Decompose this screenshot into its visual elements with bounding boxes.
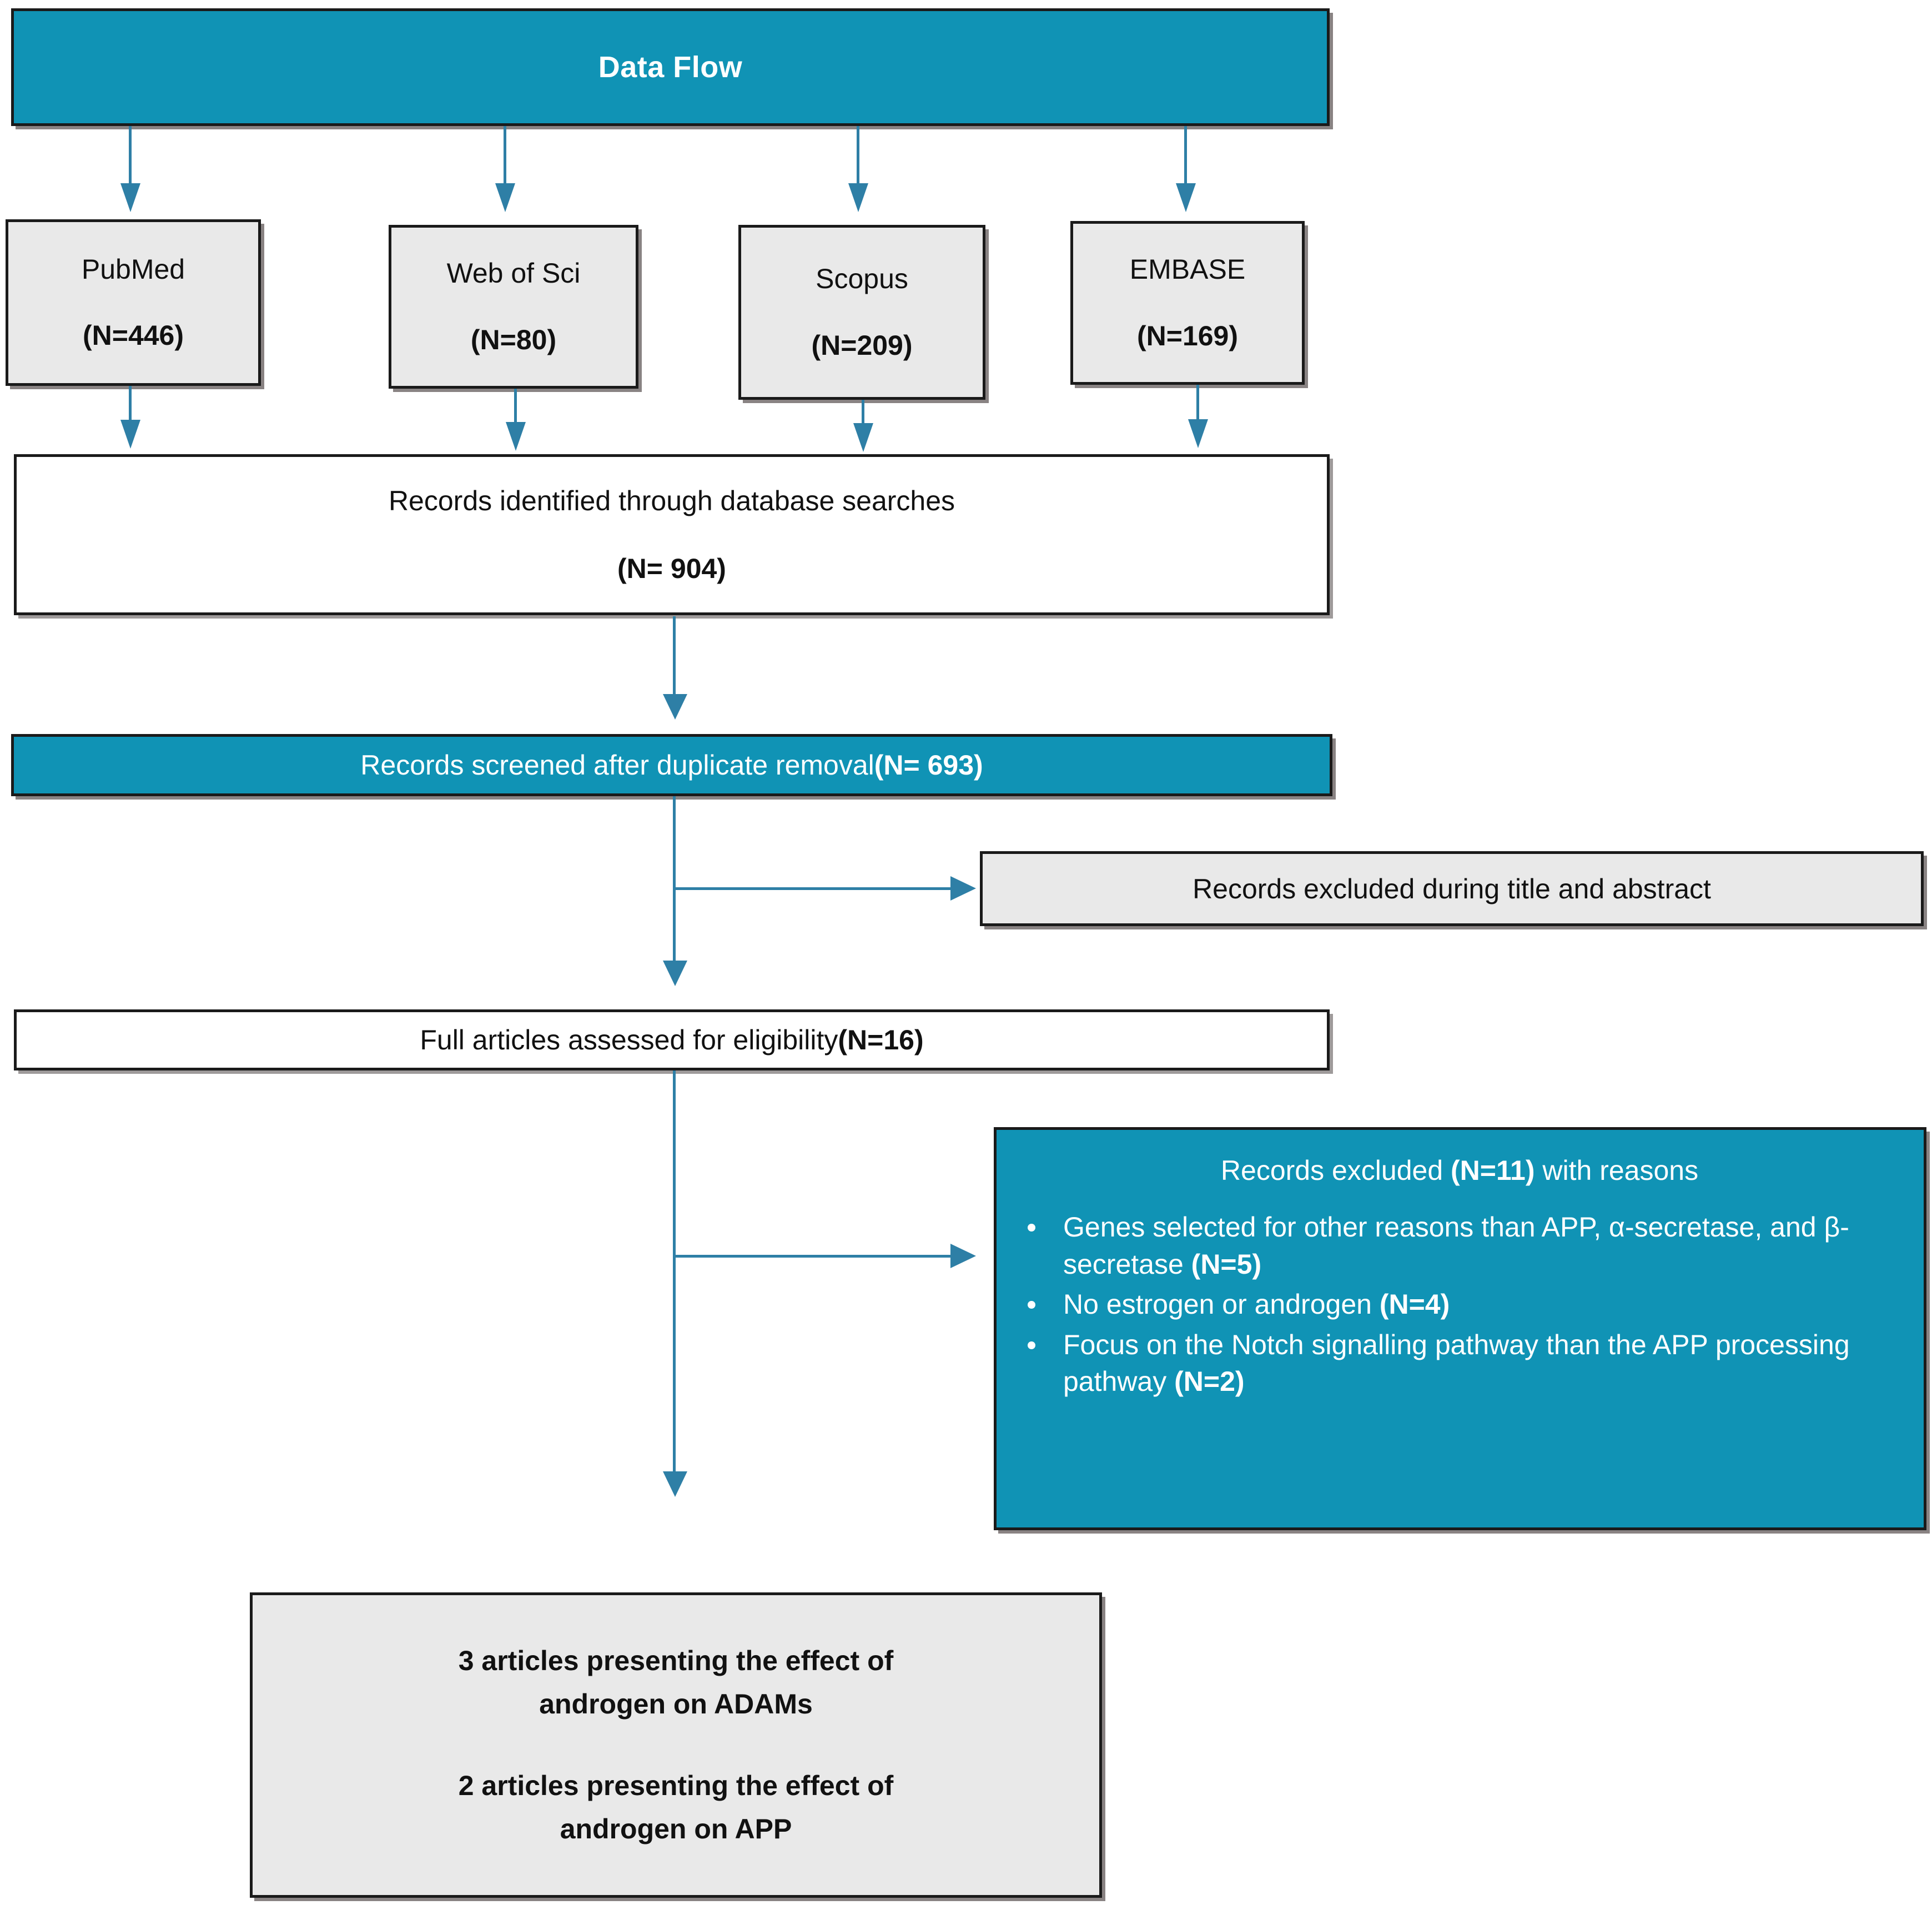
arrowhead-eligibility-to-excluded-reasons xyxy=(950,1244,976,1268)
connector-header-to-scopus xyxy=(857,126,859,198)
records-screened-count: (N= 693) xyxy=(874,750,983,781)
arrowhead-screened-to-excluded-ta xyxy=(950,876,976,901)
included-articles-line-3: 2 articles presenting the effect of xyxy=(458,1770,894,1801)
bullet-icon xyxy=(1028,1224,1035,1232)
arrowhead-header-to-pubmed xyxy=(120,183,140,212)
arrowhead-eligibility-to-included xyxy=(663,1471,687,1497)
reason-item-3: Focus on the Notch signalling pathway th… xyxy=(1012,1326,1907,1400)
data-flow-header: Data Flow xyxy=(11,8,1330,126)
records-identified-box: Records identified through database sear… xyxy=(14,454,1330,615)
arrowhead-header-to-scopus xyxy=(848,183,868,212)
source-count-web-of-sci: (N=80) xyxy=(470,324,557,355)
connector-embase-to-identified xyxy=(1196,385,1199,438)
source-name-scopus: Scopus xyxy=(816,263,908,294)
reason-item-2-text: No estrogen or androgen xyxy=(1063,1289,1380,1320)
arrowhead-header-to-embase xyxy=(1176,183,1196,212)
records-excluded-title-abstract-label: Records excluded during title and abstra… xyxy=(1193,873,1711,904)
records-excluded-reasons-title-count: (N=11) xyxy=(1451,1155,1535,1186)
connector-eligibility-to-excluded-reasons xyxy=(673,1255,956,1258)
arrowhead-screened-to-eligibility xyxy=(663,961,687,986)
full-articles-eligibility-box: Full articles assessed for eligibility (… xyxy=(14,1009,1330,1070)
source-box-scopus: Scopus (N=209) xyxy=(738,225,985,400)
data-flow-header-label: Data Flow xyxy=(598,51,743,84)
source-box-embase: EMBASE (N=169) xyxy=(1070,221,1305,385)
arrowhead-identified-to-screened xyxy=(663,694,687,720)
arrowhead-scopus-to-identified xyxy=(853,423,873,452)
records-excluded-reasons-box: Records excluded (N=11) with reasons Gen… xyxy=(994,1127,1926,1530)
arrowhead-embase-to-identified xyxy=(1188,419,1208,448)
source-box-pubmed: PubMed (N=446) xyxy=(6,219,261,386)
source-count-pubmed: (N=446) xyxy=(82,320,184,351)
arrowhead-pubmed-to-identified xyxy=(120,420,140,449)
records-screened-label: Records screened after duplicate removal xyxy=(360,750,874,781)
reason-item-2: No estrogen or androgen (N=4) xyxy=(1012,1286,1907,1323)
connector-header-to-pubmed xyxy=(129,126,132,198)
records-excluded-reasons-title-post: with reasons xyxy=(1534,1155,1699,1186)
included-articles-box: 3 articles presenting the effect of andr… xyxy=(250,1592,1102,1898)
connector-header-to-embase xyxy=(1184,126,1187,198)
reason-item-1-text: Genes selected for other reasons than AP… xyxy=(1063,1212,1849,1280)
connector-screened-to-excluded-ta xyxy=(673,887,956,890)
records-identified-count: (N= 904) xyxy=(617,553,726,584)
source-name-embase: EMBASE xyxy=(1129,254,1246,285)
source-name-pubmed: PubMed xyxy=(81,253,185,285)
full-articles-eligibility-label: Full articles assessed for eligibility xyxy=(420,1024,838,1055)
records-excluded-title-abstract-box: Records excluded during title and abstra… xyxy=(980,851,1924,926)
reason-item-3-count: (N=2) xyxy=(1174,1366,1245,1397)
records-excluded-reasons-title: Records excluded (N=11) with reasons xyxy=(1012,1154,1907,1187)
records-excluded-reasons-title-pre: Records excluded xyxy=(1220,1155,1451,1186)
reason-item-2-count: (N=4) xyxy=(1379,1289,1450,1320)
reason-item-3-text: Focus on the Notch signalling pathway th… xyxy=(1063,1329,1850,1398)
connector-eligibility-trunk xyxy=(673,1070,676,1488)
included-articles-line-2: androgen on ADAMs xyxy=(539,1688,813,1720)
reason-item-1: Genes selected for other reasons than AP… xyxy=(1012,1209,1907,1283)
source-name-web-of-sci: Web of Sci xyxy=(446,258,581,289)
connector-header-to-webofsci xyxy=(504,126,506,198)
connector-identified-to-screened xyxy=(673,616,676,711)
records-identified-label: Records identified through database sear… xyxy=(388,485,955,516)
included-articles-line-1: 3 articles presenting the effect of xyxy=(458,1645,894,1676)
records-screened-bar: Records screened after duplicate removal… xyxy=(11,734,1332,796)
arrowhead-header-to-webofsci xyxy=(495,183,515,212)
source-count-embase: (N=169) xyxy=(1136,320,1239,351)
bullet-icon xyxy=(1028,1341,1035,1349)
connector-scopus-to-identified xyxy=(862,400,864,441)
arrowhead-webofsci-to-identified xyxy=(506,422,526,451)
reason-item-1-count: (N=5) xyxy=(1191,1248,1262,1280)
source-box-web-of-sci: Web of Sci (N=80) xyxy=(389,225,638,389)
connector-webofsci-to-identified xyxy=(514,389,517,441)
full-articles-eligibility-count: (N=16) xyxy=(838,1024,924,1055)
records-excluded-reasons-list: Genes selected for other reasons than AP… xyxy=(1012,1209,1907,1400)
bullet-icon xyxy=(1028,1301,1035,1309)
connector-pubmed-to-identified xyxy=(129,386,132,436)
included-articles-line-4: androgen on APP xyxy=(560,1813,792,1844)
source-count-scopus: (N=209) xyxy=(811,329,913,361)
